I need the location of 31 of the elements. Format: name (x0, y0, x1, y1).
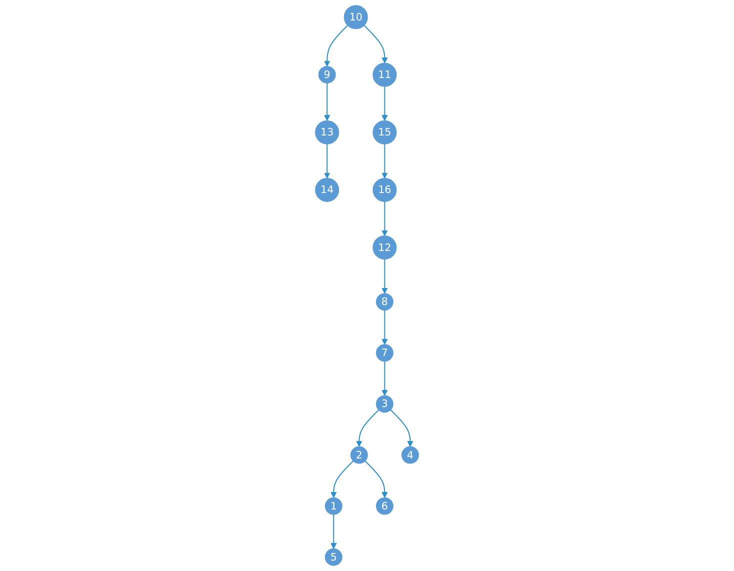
node-circle (376, 293, 394, 311)
arrow (330, 514, 337, 549)
arrow (382, 144, 388, 179)
arrow (324, 83, 330, 121)
node-circle (372, 62, 397, 87)
node-circle (401, 446, 419, 464)
arrow (382, 310, 388, 345)
arrow (382, 86, 388, 121)
node-circle (315, 178, 340, 202)
arrow (364, 460, 388, 498)
node-circle (350, 446, 368, 464)
node-circle (376, 395, 394, 413)
node-circle (324, 497, 342, 515)
node-circle (324, 548, 342, 566)
arrow (324, 25, 348, 67)
node-circle (344, 5, 368, 30)
arrow (356, 410, 380, 447)
arrow (330, 460, 354, 498)
arrow (364, 25, 388, 64)
node-circle (372, 120, 397, 144)
node-circle (376, 497, 394, 515)
arrow (382, 202, 388, 236)
node-circle (372, 236, 397, 260)
arrow (324, 144, 330, 179)
arrow (382, 361, 388, 396)
arrow (382, 259, 388, 294)
arrow (390, 410, 414, 447)
node-circle (318, 66, 336, 84)
node-circle (376, 344, 394, 362)
node-circle (372, 178, 397, 202)
node-circle (315, 120, 340, 144)
